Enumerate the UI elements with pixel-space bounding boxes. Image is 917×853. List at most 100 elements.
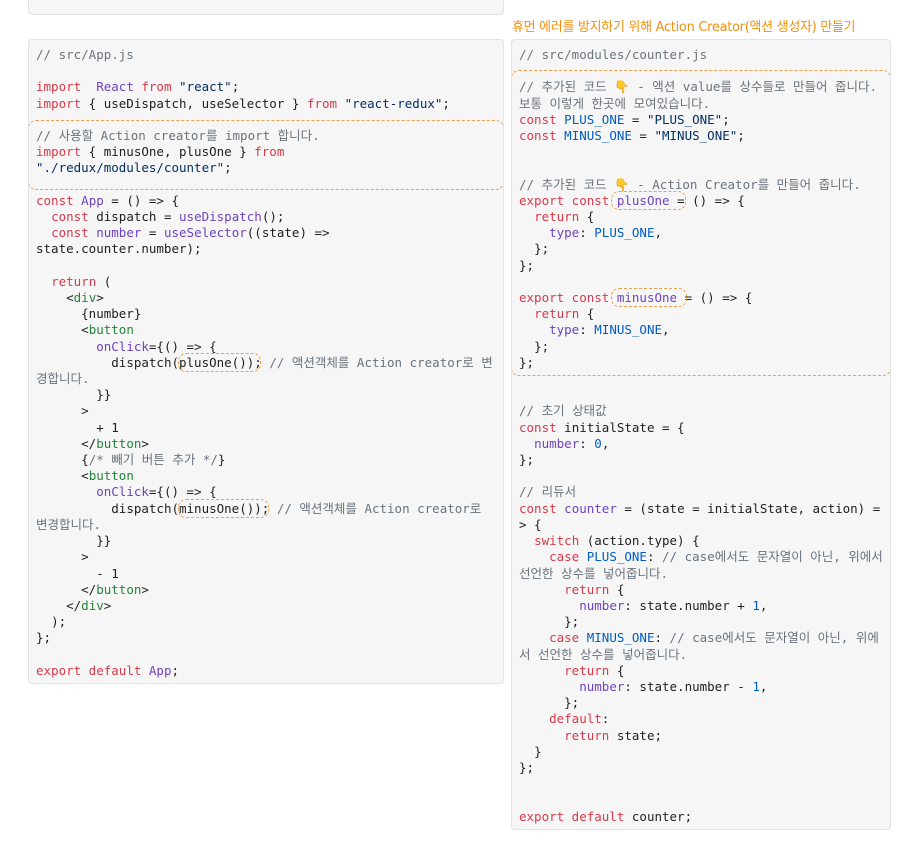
code-token: switch [519, 533, 580, 549]
code-token: import [36, 95, 82, 111]
code-token: button [88, 468, 134, 484]
code-token: plusOne [609, 192, 670, 208]
code-token: return [519, 581, 610, 597]
code-token: = () => { [103, 192, 180, 208]
code-token: const [36, 192, 74, 208]
code-line: export const plusOne = () => { [519, 193, 885, 209]
code-token: }; [36, 630, 52, 646]
code-token: ; [231, 79, 240, 95]
code-token: = [141, 225, 164, 241]
code-line: ​ [519, 160, 885, 176]
code-line: number: state.number + 1, [519, 598, 885, 614]
code-token: , [601, 435, 610, 451]
code-token: PLUS_ONE [579, 549, 647, 565]
code-token: const [519, 111, 557, 127]
code-token: export [36, 662, 82, 678]
code-line: </button> [36, 436, 498, 452]
code-token: button [96, 435, 142, 451]
code-token: : [601, 711, 610, 727]
code-token: // 초기 상태값 [519, 403, 607, 419]
code-token: > [36, 403, 89, 419]
code-line: {number} [36, 306, 498, 322]
code-line: return state; [519, 728, 885, 744]
code-token: // src/modules/counter.js [519, 47, 708, 62]
code-token: number [519, 678, 625, 694]
code-token: onClick [36, 338, 149, 354]
code-line: }; [519, 614, 885, 630]
code-token: < [36, 322, 89, 338]
code-token: button [96, 581, 142, 597]
code-token: , [759, 597, 768, 613]
code-line: ​ [36, 258, 498, 274]
code-line: > [36, 403, 498, 419]
code-line: // 리듀서 [519, 484, 885, 500]
code-token: (); [261, 209, 285, 225]
code-token: }; [519, 614, 580, 630]
code-token: div [81, 597, 104, 613]
code-token: = [624, 111, 647, 127]
code-token: onClick [36, 484, 149, 500]
code-token: import [36, 144, 82, 160]
code-line: // 추가된 코드 👇 - Action Creator를 만들어 줍니다. [519, 177, 885, 193]
code-token: state; [609, 727, 662, 743]
counter-js-code: // src/modules/counter.js​// 추가된 코드 👇 - … [519, 47, 885, 825]
code-line: ​ [36, 647, 498, 663]
code-token: { [579, 306, 595, 322]
code-token: ; [171, 662, 180, 678]
app-js-code-block: // src/App.js​import React from "react";… [28, 39, 504, 684]
code-token: button [88, 322, 134, 338]
code-token: return [36, 273, 97, 289]
code-line: }; [519, 339, 885, 355]
code-token: dispatch = [88, 209, 180, 225]
code-token: // 리듀서 [519, 484, 577, 500]
code-line: + 1 [36, 420, 498, 436]
code-token: : state.number - [624, 678, 753, 694]
code-token: "./redux/modules/counter" [36, 160, 225, 176]
code-token: </ [36, 597, 82, 613]
code-token: { [36, 452, 89, 468]
code-token: > [36, 549, 89, 565]
code-token: const [36, 225, 89, 241]
code-token: PLUS_ONE [594, 225, 655, 241]
code-line: return { [519, 306, 885, 322]
code-token: // case에서도 문자열이 아닌, 위에서 선언한 상수를 넣어줍니다. [519, 549, 891, 581]
code-token: : [579, 322, 595, 338]
code-line: ​ [36, 112, 498, 128]
code-line: <button [36, 468, 498, 484]
code-line: {/* 빼기 버튼 추가 */} [36, 452, 498, 468]
code-line: ​ [519, 468, 885, 484]
code-token: </ [36, 435, 97, 451]
code-token: , [662, 322, 670, 338]
code-token: counter [556, 500, 617, 516]
code-line: number: state.number - 1, [519, 679, 885, 695]
code-token: : [579, 225, 595, 241]
code-token: , [759, 678, 768, 694]
code-token: > [96, 290, 104, 306]
code-token: useSelector [163, 225, 247, 241]
code-line: const number = useSelector((state) => [36, 225, 498, 241]
code-token: - 1 [36, 565, 119, 581]
code-line: onClick={() => { [36, 484, 498, 500]
code-line: ​ [519, 792, 885, 808]
code-token: : [579, 435, 595, 451]
code-token: : [654, 630, 670, 646]
code-line: "./redux/modules/counter"; [36, 160, 498, 176]
code-line: }; [36, 630, 498, 646]
code-token: () => { [163, 338, 217, 354]
code-line: const dispatch = useDispatch(); [36, 209, 498, 225]
code-line: const counter = (state = initialState, a… [519, 501, 885, 533]
code-token: state.counter.number); [36, 241, 202, 257]
code-line: case MINUS_ONE: // case에서도 문자열이 아닌, 위에서 … [519, 630, 885, 662]
code-token: default [81, 662, 142, 678]
code-token: from [254, 144, 285, 160]
code-token: ={ [148, 484, 164, 500]
code-token: < [36, 290, 74, 306]
code-token: }; [519, 452, 535, 468]
code-line: const PLUS_ONE = "PLUS_ONE"; [519, 112, 885, 128]
code-token: { [609, 581, 625, 597]
code-token: // case에서도 문자열이 아닌, 위에서 선언한 상수를 넣어줍니다. [519, 630, 879, 662]
code-token: ); [246, 354, 270, 370]
code-token: ; [442, 95, 450, 111]
code-token: React [96, 79, 134, 95]
code-line: ​ [36, 177, 498, 193]
